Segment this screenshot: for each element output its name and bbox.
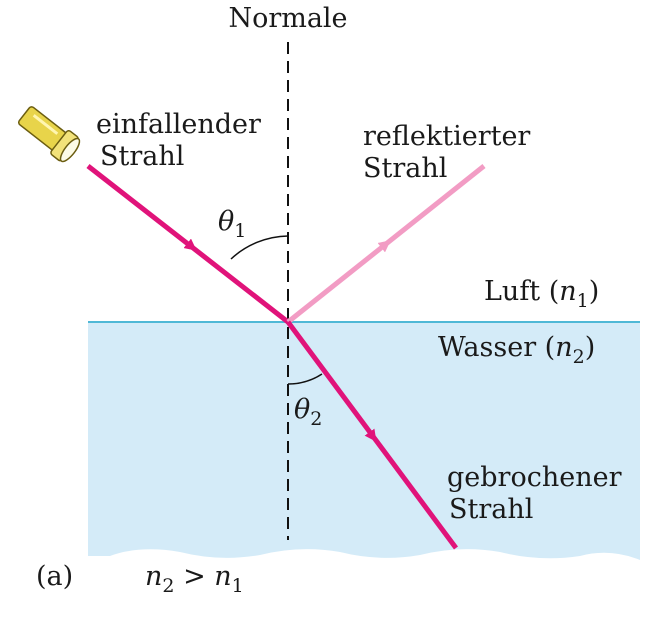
water-label: Wasser (n2) [438,332,595,368]
incident-label-line1: einfallender [96,109,261,140]
water-region [88,322,640,560]
refracted-label-line1: gebrochener [447,462,622,493]
incident-label-line2: Strahl [100,141,184,172]
refracted-label-line2: Strahl [449,494,533,525]
theta2-label: θ2 [294,394,322,430]
normal-label: Normale [228,3,347,34]
incident-arrow [177,235,197,251]
reflected-arrow [371,240,391,256]
reflected-label-line2: Strahl [363,153,447,184]
air-label: Luft (n1) [484,276,599,312]
theta2-arc [287,373,323,385]
flashlight-icon [17,106,81,163]
refracted-arrow [362,422,377,442]
panel-tag: (a) [36,561,73,592]
theta1-label: θ1 [218,206,246,242]
theta1-arc [230,235,289,260]
reflected-label-line1: reflektierter [363,121,530,152]
index-condition: n2 > n1 [145,561,244,597]
